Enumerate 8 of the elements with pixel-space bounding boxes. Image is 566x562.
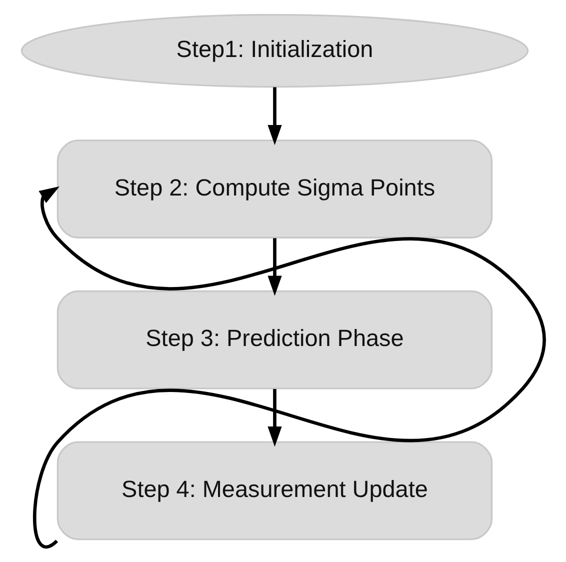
- arrow: [33, 186, 546, 548]
- arrow: [268, 238, 282, 296]
- arrow: [268, 389, 282, 447]
- arrow: [268, 87, 282, 146]
- node-box: Step 4: Measurement Update: [56, 441, 493, 540]
- node-ellipse: Step1: Initialization: [20, 14, 529, 88]
- node-box: Step 3: Prediction Phase: [56, 290, 493, 390]
- node-box: Step 2: Compute Sigma Points: [56, 140, 493, 238]
